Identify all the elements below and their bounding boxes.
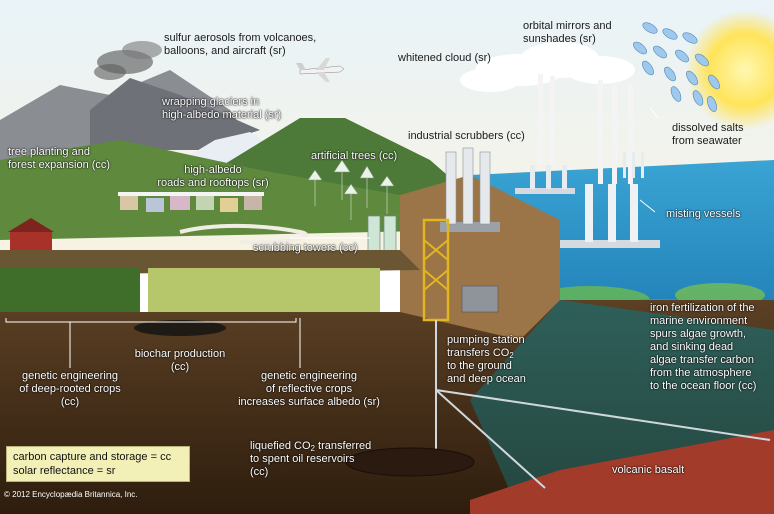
label-genetic-deep-rooted: genetic engineering of deep-rooted crops… [19,370,121,408]
label-genetic-reflective: genetic engineering of reflective crops … [238,370,380,408]
volcano-plume [94,41,162,80]
label-biochar: biochar production (cc) [134,348,226,373]
label-artificial-trees: artificial trees (cc) [311,150,398,162]
label-high-albedo-roads: high-albedo roads and rooftops (sr) [157,164,269,189]
aircraft-icon [296,58,345,82]
high-albedo-road [179,223,309,245]
legend-cc: carbon capture and storage = cc [13,451,172,463]
label-industrial-scrubbers: industrial scrubbers (cc) [408,130,525,142]
deep-rooted-crops [0,268,140,312]
copyright-credit: © 2012 Encyclopædia Britannica, Inc. [4,490,138,499]
mountain-middle [90,78,260,150]
label-liquefied-co2: liquefied CO2 transferred to spent oil r… [250,440,372,478]
artificial-trees [307,159,395,220]
industrial-scrubbers [440,147,500,232]
leader-lines [5,107,659,368]
label-sulfur-aerosols: sulfur aerosols from volcanoes, balloons… [164,32,317,57]
valley-forest [0,140,470,240]
biochar-pile [134,320,226,336]
shore-land [400,175,560,340]
label-volcanic-basalt: volcanic basalt [612,464,685,476]
volcanic-basalt-layer [470,430,774,514]
label-iron-fertilization: iron fertilization of the marine environ… [650,302,757,392]
label-wrapping-glaciers: wrapping glaciers in high-albedo materia… [162,96,282,121]
reflective-crops [148,268,380,312]
misting-vessels [515,152,660,248]
label-dissolved-salts: dissolved salts from seawater [672,122,744,147]
orbital-mirrors [633,22,720,112]
pumping-station [422,218,771,489]
label-scrubbing-towers: scrubbing towers (cc) [253,242,358,254]
label-pumping-station: pumping station transfers CO2 to the gro… [447,334,526,385]
legend-sr: solar reflectance = sr [13,465,116,477]
label-misting-vessels: misting vessels [666,208,741,220]
label-tree-planting: tree planting and forest expansion (cc) [8,146,111,171]
legend-box: carbon capture and storage = cc solar re… [6,446,190,482]
whitened-cloud [460,42,635,184]
houses [118,192,264,212]
spent-oil-reservoir [345,447,475,477]
label-orbital-mirrors: orbital mirrors and sunshades (sr) [523,20,612,45]
label-whitened-cloud: whitened cloud (sr) [398,52,491,64]
